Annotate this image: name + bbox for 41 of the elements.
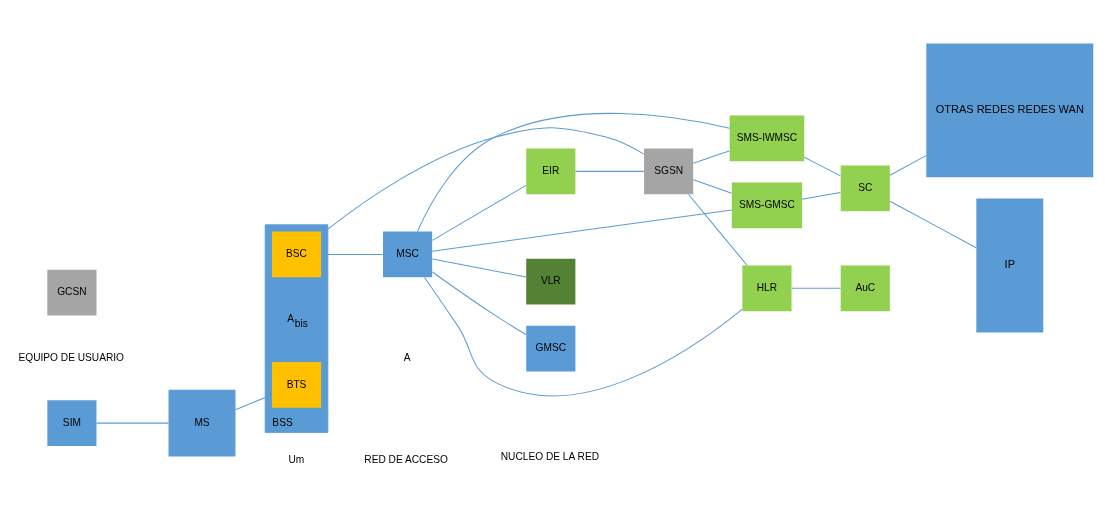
connector (692, 149, 730, 164)
connector (431, 271, 527, 335)
node-box: SC (840, 164, 890, 211)
node-box: VLR (526, 258, 576, 304)
label: A (403, 350, 411, 362)
connector (803, 156, 841, 176)
node-box: SIM (47, 399, 97, 446)
connector (889, 154, 927, 176)
label: NUCLEO DE LA RED (500, 450, 600, 462)
node-box: GCSN (47, 269, 97, 315)
connector (688, 193, 748, 266)
connector (416, 112, 731, 232)
connector (96, 422, 169, 424)
node-box: AuC (840, 264, 890, 311)
label: EQUIPO DE USUARIO (18, 350, 125, 362)
node-box: HLR (742, 264, 792, 311)
connector (889, 200, 977, 248)
label: RED DE ACCESO (364, 453, 448, 465)
label: Um (288, 453, 305, 465)
connector (235, 396, 266, 410)
connector (574, 170, 645, 172)
connector (791, 287, 841, 289)
connector (431, 184, 527, 241)
connector (424, 276, 743, 396)
node-box: GMSC (526, 325, 576, 371)
node-box: OTRAS REDES REDES WAN (926, 42, 1094, 177)
connector (801, 191, 841, 200)
connector (327, 253, 384, 255)
node-box: IP (976, 198, 1044, 332)
node-box: EIR (526, 148, 576, 194)
connector (327, 126, 645, 230)
connector (431, 209, 733, 252)
node-box: MS (168, 389, 236, 457)
node-box: SMS-GMSC (731, 181, 803, 228)
connector (431, 258, 527, 277)
node-box: BTS (271, 361, 322, 408)
connector (692, 178, 733, 194)
node-box: SMS-IWMSC (729, 114, 805, 161)
node-box: BSC (271, 231, 322, 277)
node-box: SGSN (644, 148, 694, 194)
node-box: MSC (383, 231, 433, 277)
